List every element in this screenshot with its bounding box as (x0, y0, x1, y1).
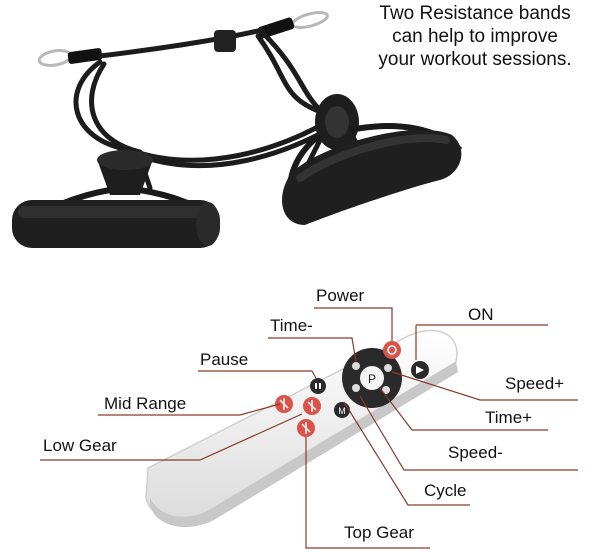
time-minus-button[interactable] (352, 362, 360, 370)
right-foam-handle (282, 123, 463, 225)
svg-text:M: M (338, 406, 346, 416)
speed-plus-button[interactable] (384, 364, 392, 372)
left-carabiner-icon (37, 48, 103, 67)
caption-line-1: Two Resistance bands (379, 3, 571, 24)
label-speed-plus: Speed+ (505, 374, 565, 393)
cord-ring (214, 30, 236, 52)
power-button[interactable] (383, 341, 401, 359)
label-time-plus: Time+ (485, 408, 533, 427)
label-cycle: Cycle (424, 481, 467, 500)
left-handle-connector (98, 162, 152, 195)
leader-lines (40, 307, 578, 549)
play-pause-button[interactable] (360, 366, 384, 390)
left-foam-handle (12, 187, 220, 248)
label-power: Power (316, 286, 365, 305)
label-mid-range: Mid Range (104, 394, 187, 413)
label-on: ON (468, 305, 494, 324)
caption-line-2: can help to improve (392, 26, 558, 47)
pause-button[interactable] (310, 378, 326, 394)
label-top-gear: Top Gear (344, 523, 414, 542)
label-pause: Pause (200, 350, 249, 369)
cycle-button[interactable] (352, 384, 360, 392)
caption-line-3: your workout sessions. (378, 49, 572, 70)
time-plus-button[interactable] (382, 386, 390, 394)
right-carabiner-icon (257, 11, 329, 39)
product-caption: Two Resistance bands can help to improve… (352, 2, 598, 71)
label-time-minus: Time- (270, 316, 313, 335)
label-low-gear: Low Gear (43, 436, 117, 455)
svg-text:P: P (368, 372, 376, 386)
label-speed-minus: Speed- (448, 443, 503, 462)
